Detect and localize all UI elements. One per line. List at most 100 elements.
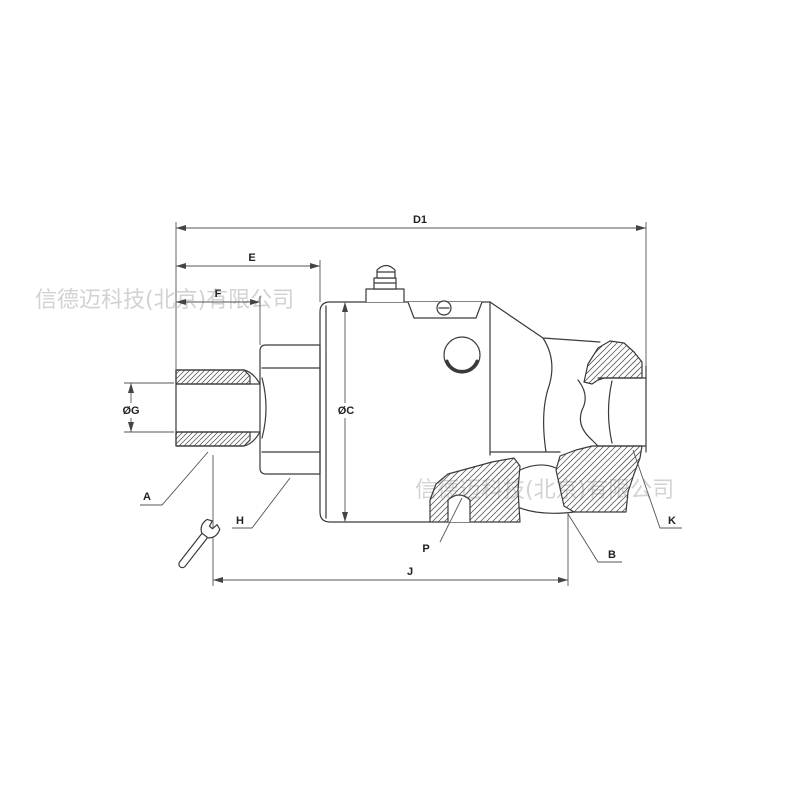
hatch-line — [183, 431, 199, 447]
arrowhead — [636, 225, 646, 231]
arrowhead — [342, 302, 348, 312]
hatch-line — [569, 445, 635, 511]
hatch-line — [623, 360, 642, 379]
hatch-line — [245, 379, 251, 385]
hatch-line — [558, 445, 599, 486]
hatch-line — [230, 370, 245, 385]
hatch-line — [190, 369, 206, 385]
leader-line-h — [232, 477, 291, 529]
hatch-line — [603, 485, 631, 513]
arrowhead — [558, 577, 568, 583]
hatch-line — [615, 500, 628, 513]
hatch-line — [429, 468, 468, 507]
hatch-line — [429, 466, 476, 513]
label-k: K — [668, 515, 676, 527]
hatch-line — [485, 489, 519, 523]
hatch-line — [175, 369, 191, 385]
section-outline — [555, 445, 643, 513]
hatch-line — [175, 369, 181, 375]
hatch-line — [591, 467, 637, 513]
right-port-bore — [597, 365, 647, 453]
hatch-line — [213, 431, 229, 447]
dimension-j: J — [213, 566, 568, 583]
hatch-line — [220, 369, 236, 385]
lower-contour — [519, 464, 575, 514]
dimension-f: F — [176, 288, 260, 305]
hole-shadow — [445, 359, 479, 373]
leader-a: A — [140, 451, 209, 506]
label-p: P — [422, 543, 429, 555]
hatch-line — [175, 369, 186, 380]
leader-line-k — [632, 449, 682, 529]
leader-line-b — [567, 513, 622, 563]
hatch-line — [225, 369, 241, 385]
hatch-line — [560, 445, 605, 490]
hatch-line — [233, 431, 249, 447]
arrowhead — [176, 263, 186, 269]
hatch-line — [188, 431, 204, 447]
hatch-line — [228, 431, 244, 447]
wrench-handle — [178, 532, 209, 569]
housing-hatch-top — [583, 340, 643, 385]
hatch-line — [429, 470, 460, 501]
arrowhead — [176, 299, 186, 305]
side-hole — [443, 336, 481, 374]
leader-h: H — [232, 477, 291, 529]
hatch-line — [235, 372, 248, 385]
hatch-line — [579, 450, 642, 513]
hatch-line — [195, 369, 211, 385]
section-outline — [583, 340, 643, 385]
hatch-line — [585, 457, 641, 513]
hatch-line — [215, 369, 231, 385]
nipple-base — [365, 288, 405, 302]
hatch-line — [561, 445, 611, 495]
hatch-line — [208, 431, 224, 447]
arrowhead — [176, 225, 186, 231]
arrowhead — [128, 422, 134, 432]
hatch-line — [433, 472, 452, 491]
label-g-background — [120, 403, 142, 418]
hatch-line — [218, 431, 234, 447]
wrench-head — [200, 518, 221, 539]
hatch-line — [491, 495, 519, 523]
label-b: B — [608, 549, 616, 561]
label-c-background — [335, 403, 357, 418]
leader-p: P — [422, 497, 463, 555]
hatch-line — [515, 517, 521, 523]
hex-outline — [259, 344, 321, 475]
leader-line-a — [140, 451, 209, 506]
dimension-d1: D1 — [176, 214, 646, 231]
grease-nipple — [365, 264, 405, 302]
thread-hatch-bottom — [175, 431, 251, 447]
hatch-line — [429, 463, 485, 519]
hatch-line — [629, 365, 643, 379]
housing-contour — [489, 337, 561, 453]
hatch-line — [609, 493, 629, 513]
arrowhead — [213, 577, 223, 583]
hatch-line — [635, 371, 643, 379]
hatch-line — [605, 350, 634, 379]
hatch-line — [597, 476, 634, 513]
hex-nut — [259, 344, 321, 475]
label-e: E — [248, 252, 255, 264]
hatch-line — [566, 445, 629, 508]
hatch-line — [562, 445, 617, 500]
housing-hatch-bottom-right — [555, 445, 643, 513]
hatch-line — [497, 501, 519, 523]
taper-line — [489, 301, 601, 343]
hatch-line — [588, 345, 627, 384]
dimension-c: ØC — [335, 302, 357, 522]
hatch-line — [178, 431, 194, 447]
hatch-line — [223, 431, 239, 447]
hatch-line — [585, 341, 619, 375]
hatch-line — [556, 447, 585, 476]
hatch-line — [210, 369, 226, 385]
hatch-line — [180, 369, 196, 385]
hatch-line — [205, 369, 221, 385]
leader-b: B — [567, 513, 622, 563]
hatch-line — [240, 375, 250, 385]
hatch-line — [479, 483, 519, 523]
hatch-line — [597, 347, 631, 381]
left-pipe — [175, 369, 261, 447]
